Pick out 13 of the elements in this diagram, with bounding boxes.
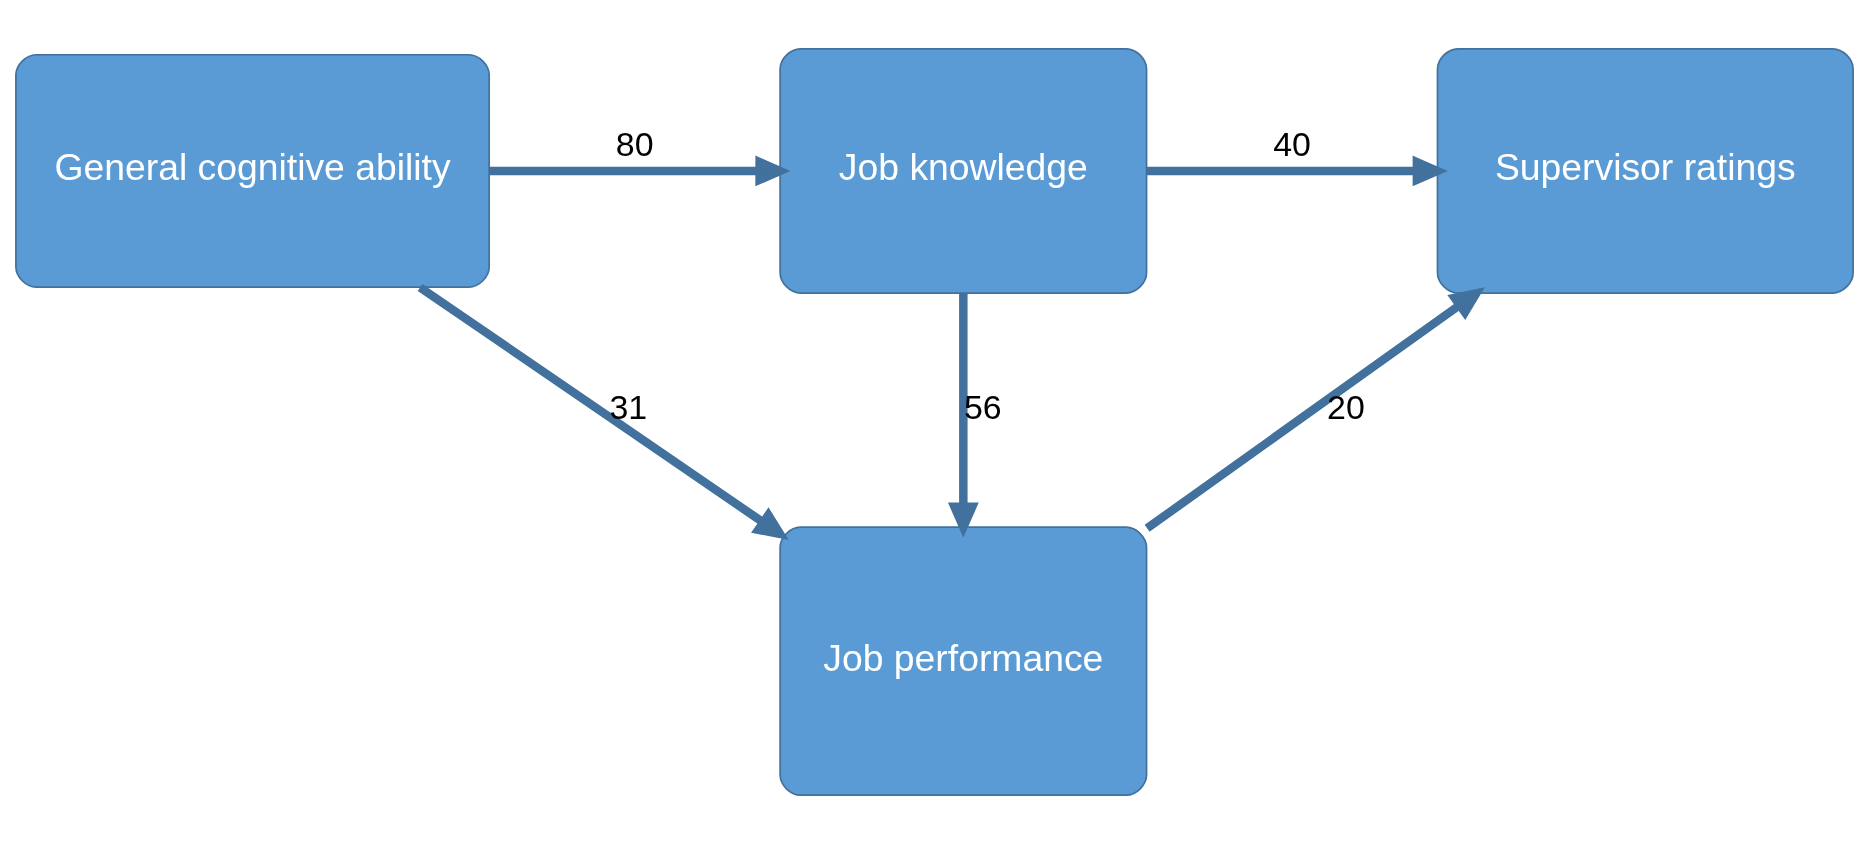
node-box: Supervisor ratings xyxy=(1436,47,1854,294)
edge-label: 40 xyxy=(1273,124,1311,163)
arrow xyxy=(417,283,789,540)
edge-label: 20 xyxy=(1327,387,1365,426)
arrow xyxy=(1144,287,1485,532)
arrow xyxy=(947,293,979,538)
node-box: General cognitive ability xyxy=(15,53,491,288)
arrow xyxy=(489,155,791,187)
edge-label: 80 xyxy=(615,124,654,163)
arrow xyxy=(1147,155,1448,187)
node-box: Job performance xyxy=(779,526,1148,797)
node-box: Job knowledge xyxy=(779,47,1148,294)
edge-label: 31 xyxy=(609,387,648,426)
